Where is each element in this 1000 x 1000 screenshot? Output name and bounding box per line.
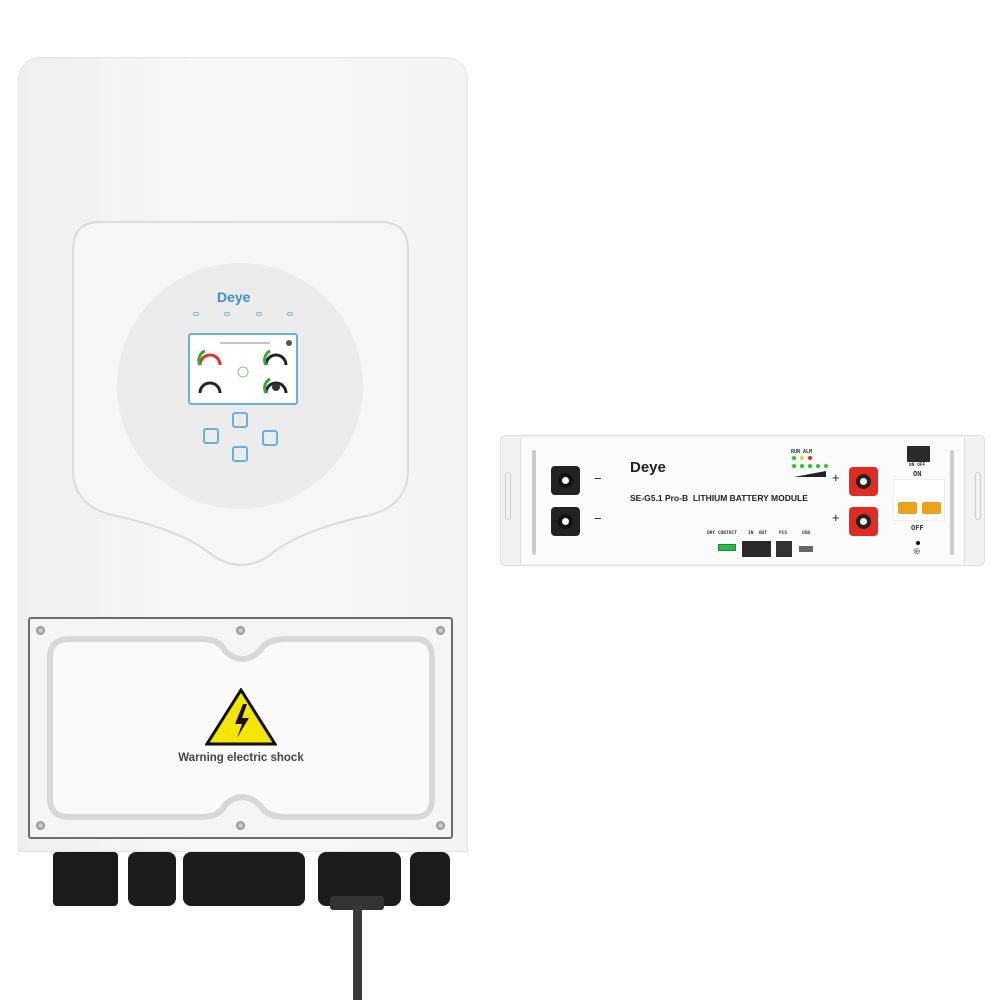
breaker-off-label: OFF <box>911 524 924 532</box>
pcs-label: PCS <box>779 531 788 536</box>
warning-label: Warning electric shock <box>178 752 304 764</box>
dry-contact-port[interactable] <box>718 544 736 551</box>
minus-sign: − <box>594 511 602 526</box>
battery-logo: Deye <box>630 459 666 476</box>
indicator-icon <box>224 312 231 316</box>
soc-bar-icon <box>794 471 826 477</box>
lcd-screen <box>188 333 298 405</box>
screw-icon <box>236 821 245 830</box>
screen-gauges <box>197 340 292 394</box>
positive-terminal <box>849 467 878 496</box>
up-button[interactable] <box>232 412 248 428</box>
indicator-icon <box>286 312 293 316</box>
down-button[interactable] <box>232 446 248 462</box>
alarm-led <box>800 456 804 460</box>
plus-sign: + <box>832 510 840 525</box>
screw-icon <box>36 626 45 635</box>
screw-icon <box>436 626 445 635</box>
handle-right[interactable] <box>950 450 954 555</box>
soc-led <box>792 464 796 468</box>
usb-port[interactable] <box>799 546 813 552</box>
screw-icon <box>236 626 245 635</box>
pv-connector <box>53 852 118 906</box>
cable-gland <box>128 852 176 906</box>
dry-contact-label: DRY CONTACT <box>707 531 737 536</box>
negative-terminal <box>551 466 580 495</box>
back-button[interactable] <box>203 428 219 444</box>
high-voltage-warning-icon <box>205 688 277 746</box>
cable-gland <box>410 852 450 906</box>
alarm-led <box>808 456 812 460</box>
breaker-lever[interactable] <box>898 502 917 514</box>
indicator-icon <box>193 312 199 316</box>
indicator-icon <box>255 312 262 316</box>
model-label: SE-G5.1 Pro-B LITHIUM BATTERY MODULE <box>630 493 808 503</box>
screw-icon <box>436 821 445 830</box>
pcs-port[interactable] <box>776 541 792 557</box>
usb-label: USB <box>802 531 811 536</box>
inverter-logo: Deye <box>217 289 251 305</box>
breaker-lever[interactable] <box>922 502 941 514</box>
rj45-ports[interactable] <box>742 541 771 557</box>
cable-connector <box>330 896 384 910</box>
communication-cable <box>353 905 362 1000</box>
in-out-label: IN OUT <box>748 531 767 536</box>
negative-terminal <box>551 507 580 536</box>
enter-button[interactable] <box>262 430 278 446</box>
plus-sign: + <box>832 470 840 485</box>
switch-label: ON OFF <box>909 463 926 468</box>
soc-led <box>816 464 820 468</box>
positive-terminal <box>849 507 878 536</box>
handle-left[interactable] <box>532 450 536 555</box>
mount-slot-left <box>505 472 511 520</box>
breaker-on-label: ON <box>913 470 922 478</box>
reset-hole[interactable] <box>916 541 920 545</box>
status-indicators <box>193 312 293 316</box>
soc-led <box>824 464 828 468</box>
power-switch[interactable] <box>907 446 930 462</box>
led-labels: RUN ALM <box>791 449 813 455</box>
soc-led <box>800 464 804 468</box>
soc-led <box>808 464 812 468</box>
ground-icon: ⊕ <box>913 546 921 556</box>
mount-slot-right <box>975 472 981 520</box>
cable-gland <box>183 852 305 906</box>
run-led <box>792 456 796 460</box>
minus-sign: − <box>594 471 602 486</box>
circuit-breaker[interactable] <box>893 479 945 521</box>
screw-icon <box>36 821 45 830</box>
